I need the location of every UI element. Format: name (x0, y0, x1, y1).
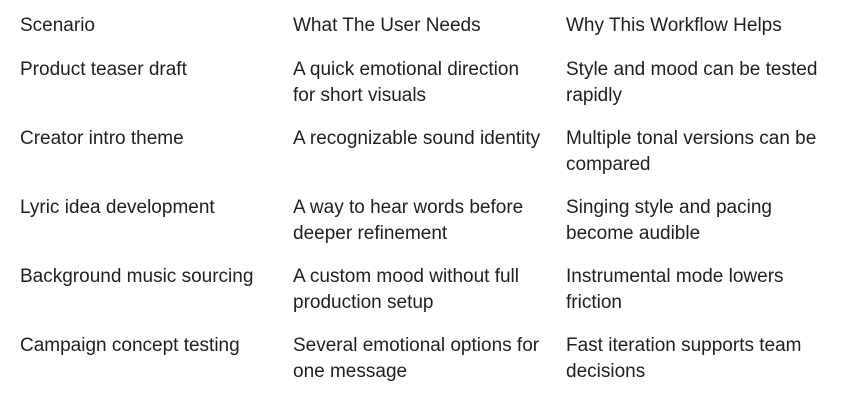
table-row: Lyric idea development A way to hear wor… (20, 195, 841, 247)
table-row: Creator intro theme A recognizable sound… (20, 126, 841, 178)
cell-scenario: Creator intro theme (20, 128, 184, 149)
cell-workflow-help: Style and mood can be tested rapidly (566, 59, 818, 106)
cell-scenario: Campaign concept testing (20, 335, 240, 356)
table-row: Background music sourcing A custom mood … (20, 264, 841, 316)
cell-user-need: A way to hear words before deeper refine… (293, 197, 524, 244)
column-header-workflow-helps: Why This Workflow Helps (566, 15, 782, 36)
cell-user-need: A quick emotional direction for short vi… (293, 59, 520, 106)
cell-workflow-help: Fast iteration supports team decisions (566, 335, 802, 382)
cell-workflow-help: Multiple tonal versions can be compared (566, 128, 817, 175)
cell-user-need: Several emotional options for one messag… (293, 335, 540, 382)
cell-workflow-help: Singing style and pacing become audible (566, 197, 772, 244)
cell-scenario: Product teaser draft (20, 59, 187, 80)
table-row: Product teaser draft A quick emotional d… (20, 57, 841, 109)
cell-user-need: A custom mood without full production se… (293, 266, 519, 313)
cell-scenario: Lyric idea development (20, 197, 215, 218)
cell-scenario: Background music sourcing (20, 266, 254, 287)
column-header-scenario: Scenario (20, 15, 95, 36)
table-header-row: Scenario What The User Needs Why This Wo… (20, 13, 841, 39)
table-row: Campaign concept testing Several emotion… (20, 333, 841, 385)
column-header-user-needs: What The User Needs (293, 15, 481, 36)
cell-workflow-help: Instrumental mode lowers friction (566, 266, 784, 313)
cell-user-need: A recognizable sound identity (293, 128, 541, 149)
